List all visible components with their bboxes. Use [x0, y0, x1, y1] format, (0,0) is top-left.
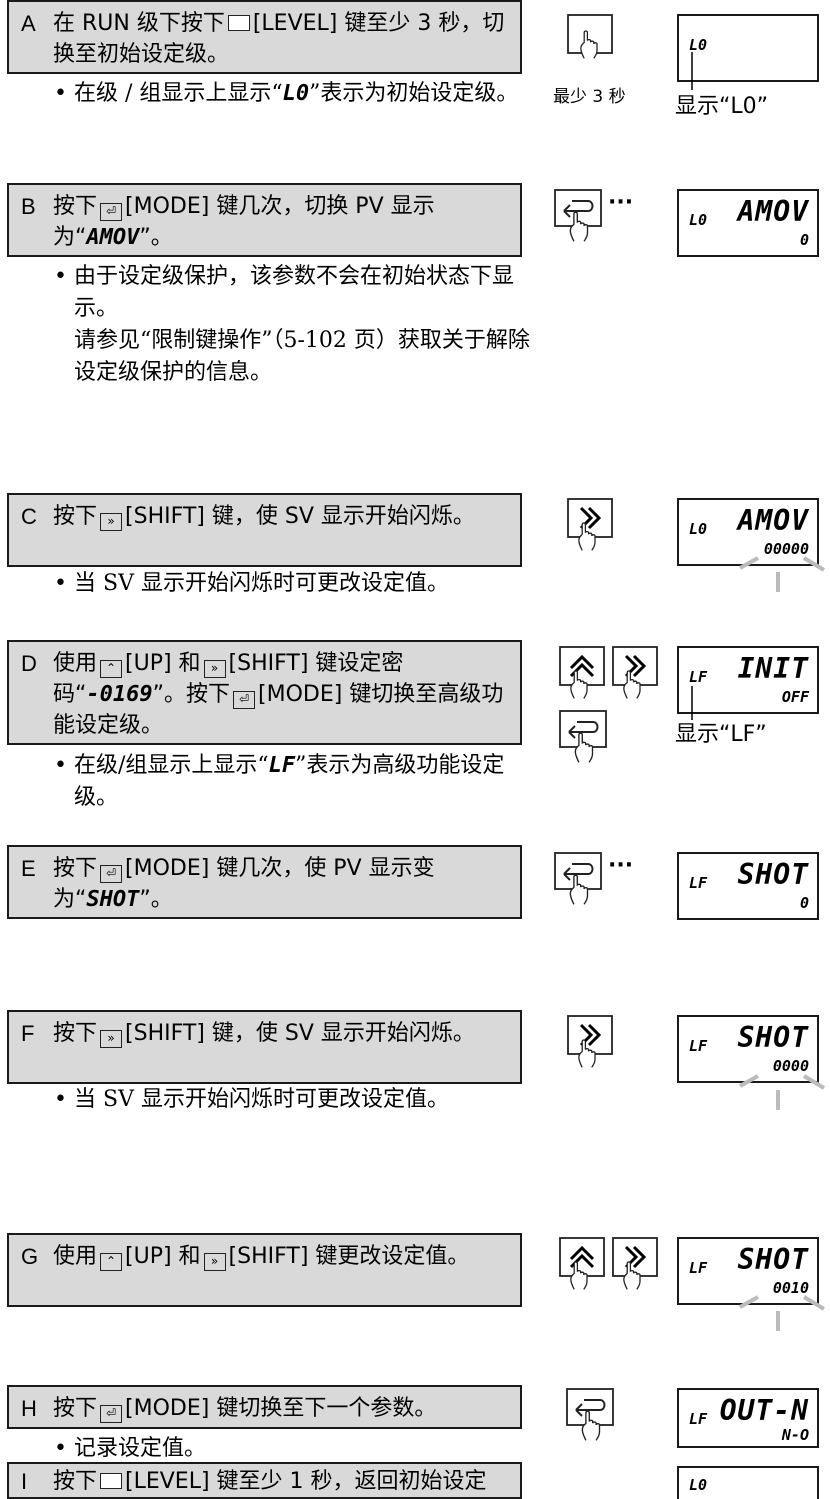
mode-key-icon: ⏎ — [100, 865, 123, 883]
mode-key-icon — [554, 852, 602, 906]
step-f-note: •当 SV 显示开始闪烁时可更改设定值。 — [54, 1087, 449, 1112]
shift-key-icon: » — [203, 1253, 226, 1271]
step-b-note: •由于设定级保护，该参数不会在初始状态下显示。请参见“限制键操作”（5-102 … — [54, 264, 530, 385]
shift-key-icon — [612, 1237, 658, 1291]
display-panel: L0 AMOV 0 — [677, 189, 819, 257]
step-f-instruction: F 按下»[SHIFT] 键，使 SV 显示开始闪烁。 — [7, 1010, 522, 1084]
step-g-instruction: G 使用⌃[UP] 和»[SHIFT] 键更改设定值。 — [7, 1233, 522, 1307]
shift-key-icon — [612, 646, 658, 700]
step-d-instruction: D 使用⌃[UP] 和»[SHIFT] 键设定密码“-0169”。按下⏎[MOD… — [7, 640, 522, 745]
display-panel: L0 — [677, 1466, 819, 1499]
mode-key-icon — [566, 1388, 614, 1442]
step-h-note: •记录设定值。 — [54, 1436, 207, 1461]
up-key-icon — [559, 1237, 605, 1291]
step-c-note: •当 SV 显示开始闪烁时可更改设定值。 — [54, 571, 449, 596]
display-panel: LF INIT OFF — [677, 646, 819, 714]
instruction-text: [LEVEL] 键至少 3 秒，切换至初始设定级。 — [53, 11, 505, 67]
shift-key-icon — [567, 1015, 613, 1069]
up-key-icon — [559, 646, 605, 700]
step-d-note: •在级/组显示上显示“LF”表示为高级功能设定级。 — [54, 753, 505, 810]
mode-key-icon — [559, 710, 607, 764]
step-letter: A — [21, 11, 36, 36]
display-caption: 显示“L0” — [675, 94, 769, 119]
blink-indicator — [739, 1074, 826, 1110]
display-panel: LF OUT-N N-O — [677, 1388, 819, 1448]
mode-key-icon: ⏎ — [100, 203, 123, 221]
blink-indicator — [739, 556, 826, 592]
pointer-line — [691, 52, 693, 90]
step-e-instruction: E 按下⏎[MODE] 键几次，使 PV 显示变为“SHOT”。 — [7, 845, 522, 919]
mode-key-icon: ⏎ — [233, 691, 256, 709]
repeat-indicator: ··· — [608, 190, 634, 215]
instruction-text: 在 RUN 级下按下 — [53, 11, 225, 36]
step-i-instruction: I 按下[LEVEL] 键至少 1 秒，返回初始设定级。 — [7, 1462, 522, 1499]
shift-key-icon: » — [203, 660, 226, 678]
shift-key-icon — [567, 498, 613, 552]
step-h-instruction: H 按下⏎[MODE] 键切换至下一个参数。 — [7, 1385, 522, 1429]
mode-key-icon: ⏎ — [100, 1405, 123, 1423]
display-caption: 显示“LF” — [675, 722, 767, 747]
step-b-instruction: B 按下⏎[MODE] 键几次，切换 PV 显示为“AMOV”。 — [7, 183, 522, 257]
level-key-icon — [567, 14, 613, 60]
shift-key-icon: » — [100, 1030, 123, 1048]
display-panel: LF SHOT 0010 — [677, 1237, 819, 1305]
mode-key-icon — [554, 189, 602, 243]
level-display: L0 — [689, 36, 708, 54]
level-key-icon — [100, 1473, 123, 1489]
up-key-icon: ⌃ — [100, 660, 123, 678]
pointer-line — [691, 686, 693, 720]
step-c-instruction: C 按下»[SHIFT] 键，使 SV 显示开始闪烁。 — [7, 493, 522, 567]
display-panel: LF SHOT 0 — [677, 852, 819, 920]
key-duration-label: 最少 3 秒 — [553, 87, 626, 107]
display-panel: L0 — [677, 14, 819, 82]
level-key-icon — [227, 15, 250, 31]
up-key-icon: ⌃ — [100, 1253, 123, 1271]
shift-key-icon: » — [100, 513, 123, 531]
step-a-instruction: A 在 RUN 级下按下[LEVEL] 键至少 3 秒，切换至初始设定级。 — [7, 0, 522, 74]
blink-indicator — [739, 1295, 826, 1331]
repeat-indicator: ··· — [608, 853, 634, 878]
step-a-note: •在级 / 组显示上显示“L0”表示为初始设定级。 — [54, 81, 519, 106]
